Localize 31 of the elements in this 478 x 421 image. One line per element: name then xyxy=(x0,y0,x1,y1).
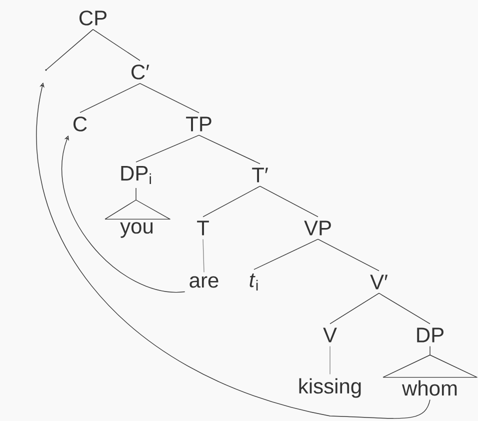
branch-line xyxy=(198,134,260,164)
tree-label: whom xyxy=(402,380,457,396)
tree-label: CP xyxy=(79,10,106,26)
tree-label: T xyxy=(197,220,209,236)
branch-line xyxy=(136,134,200,162)
tree-label: DP$_{i}$ xyxy=(121,166,151,184)
tree-label: TP xyxy=(186,116,212,132)
branch-line xyxy=(202,238,204,273)
tree-label: are xyxy=(190,276,218,288)
branch-line xyxy=(46,29,94,70)
tree-label: kissing xyxy=(299,378,361,398)
tree-label: VP xyxy=(304,220,331,236)
roof-triangle xyxy=(104,188,170,220)
tree-label: you xyxy=(120,222,153,238)
branch-line xyxy=(378,292,430,324)
branch-line xyxy=(330,292,380,324)
branch-line xyxy=(92,29,140,61)
tree-label: T′ xyxy=(252,168,268,182)
branch-line xyxy=(140,83,200,114)
roof-triangle xyxy=(382,346,478,378)
tree-label: V xyxy=(323,328,337,342)
tree-label: V′ xyxy=(370,274,388,290)
tree-label: C′ xyxy=(132,64,150,80)
branch-line xyxy=(260,186,318,218)
branch-line xyxy=(318,238,380,272)
tree-label: t$_{i}$ xyxy=(250,273,258,291)
tree-label: C xyxy=(74,116,87,132)
tree-label: DP xyxy=(417,328,444,342)
branch-line xyxy=(80,83,140,113)
branch-line xyxy=(254,238,318,270)
branch-line xyxy=(202,186,260,218)
